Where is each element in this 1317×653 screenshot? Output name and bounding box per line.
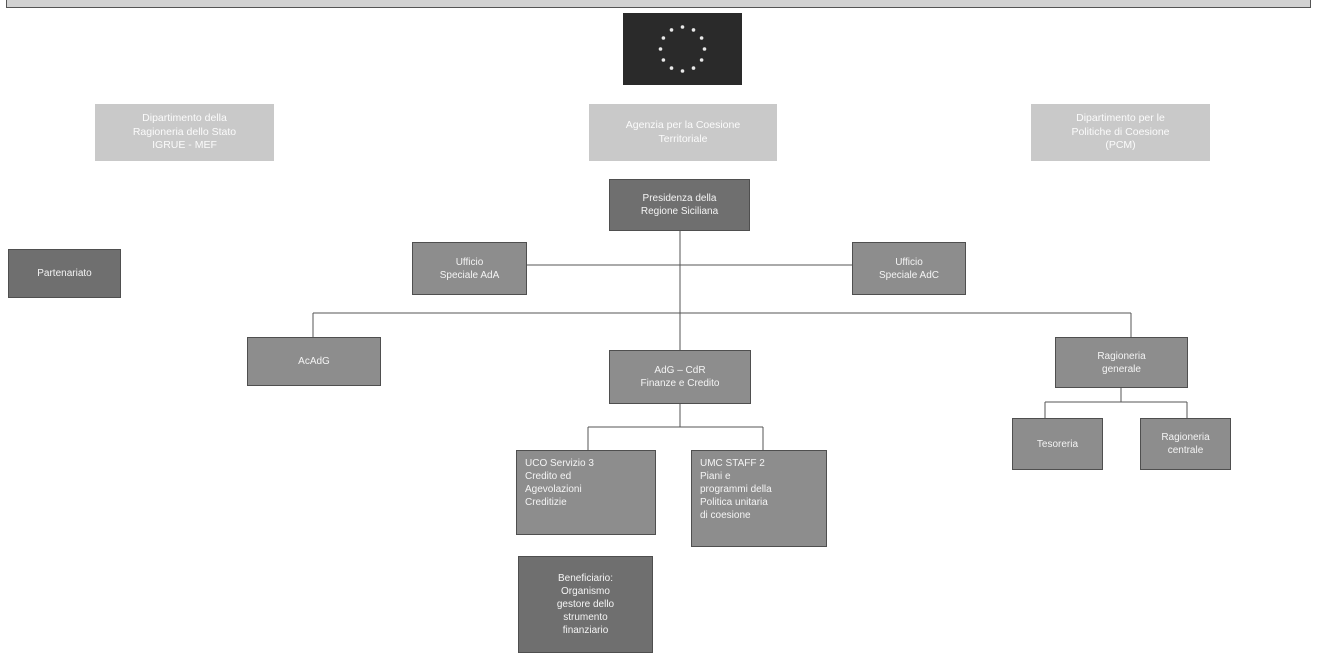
node-acadg: AcAdG xyxy=(247,337,381,386)
node-beneficiario: Beneficiario: Organismo gestore dello st… xyxy=(518,556,653,653)
star-icon xyxy=(691,66,696,70)
star-icon xyxy=(699,36,704,40)
node-presidenza: Presidenza della Regione Siciliana xyxy=(609,179,750,231)
header-bar xyxy=(6,0,1311,8)
node-partenariato: Partenariato xyxy=(8,249,121,298)
star-icon xyxy=(702,47,707,51)
star-icon xyxy=(680,25,685,29)
node-adg-cdr: AdG – CdR Finanze e Credito xyxy=(609,350,751,404)
node-tesoreria: Tesoreria xyxy=(1012,418,1103,470)
star-icon xyxy=(661,58,666,62)
node-ragioneria-centrale: Ragioneria centrale xyxy=(1140,418,1231,470)
eu-flag-icon xyxy=(623,13,742,85)
node-ufficio-adc: Ufficio Speciale AdC xyxy=(852,242,966,295)
node-umc-staff-2: UMC STAFF 2 Piani e programmi della Poli… xyxy=(691,450,827,547)
star-icon xyxy=(680,69,685,73)
node-ragioneria-generale: Ragioneria generale xyxy=(1055,337,1188,388)
star-icon xyxy=(669,28,674,32)
node-dipartimento-pcm: Dipartimento per le Politiche di Coesion… xyxy=(1031,104,1210,161)
node-ufficio-ada: Ufficio Speciale AdA xyxy=(412,242,527,295)
star-icon xyxy=(661,36,666,40)
node-agenzia-coesione: Agenzia per la Coesione Territoriale xyxy=(589,104,777,161)
star-icon xyxy=(658,47,663,51)
star-icon xyxy=(699,58,704,62)
star-icon xyxy=(669,66,674,70)
node-igrue-mef: Dipartimento della Ragioneria dello Stat… xyxy=(95,104,274,161)
star-icon xyxy=(691,28,696,32)
node-uco-servizio-3: UCO Servizio 3 Credito ed Agevolazioni C… xyxy=(516,450,656,535)
